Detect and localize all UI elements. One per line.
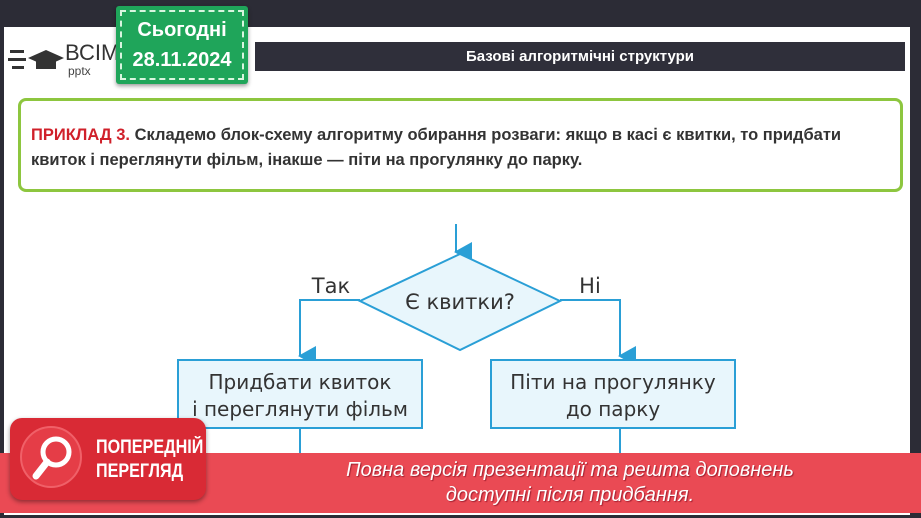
yes-action-box [177, 359, 423, 429]
preview-message-line1: Повна версія презентації та решта доповн… [346, 459, 794, 481]
logo-sub: pptx [68, 64, 91, 78]
yes-action-line2: і переглянути фільм [192, 397, 408, 421]
no-action-box [490, 359, 736, 429]
yes-action-line1: Придбати квиток [209, 370, 392, 394]
preview-message: Повна версія презентації та решта доповн… [300, 458, 840, 508]
no-branch-line [560, 299, 636, 366]
no-action-line2: до парку [566, 397, 661, 421]
graduation-cap-icon [8, 50, 64, 69]
no-label: Ні [579, 274, 601, 298]
yes-label: Так [311, 274, 350, 298]
page-title: Базові алгоритмічні структури [255, 42, 905, 71]
badge-line2: ПЕРЕГЛЯД [96, 461, 184, 482]
preview-badge: ПОПЕРЕДНІЙ ПЕРЕГЛЯД [10, 418, 206, 500]
magnifier-icon [20, 426, 82, 488]
preview-message-line2: доступні після придбання. [445, 484, 695, 506]
no-action-line1: Піти на прогулянку [510, 370, 716, 394]
badge-line1: ПОПЕРЕДНІЙ [96, 437, 204, 458]
yes-branch-line [298, 299, 360, 366]
merge-line [299, 428, 621, 456]
example-text: Складемо блок-схему алгоритму обирання р… [31, 126, 842, 169]
date-badge: Сьогодні 28.11.2024 [116, 6, 248, 84]
condition-diamond [357, 252, 563, 352]
logo: ВСІМ pptx [8, 40, 119, 80]
example-label: ПРИКЛАД 3. [31, 126, 130, 144]
example-box: ПРИКЛАД 3. Складемо блок-схему алгоритму… [18, 98, 903, 192]
logo-name: ВСІМ [65, 40, 120, 65]
condition-text: Є квитки? [405, 290, 515, 314]
